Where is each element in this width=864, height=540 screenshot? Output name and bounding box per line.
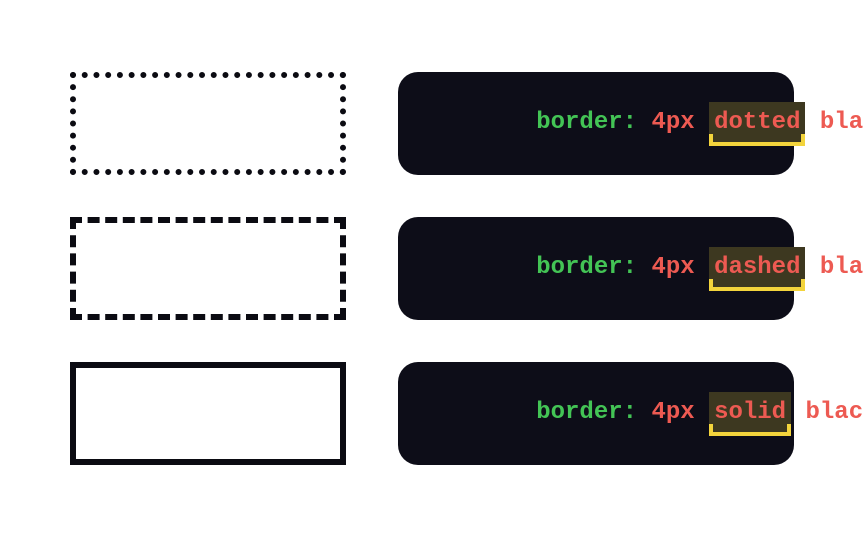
code-token-style-highlighted: solid: [709, 391, 792, 436]
code-token-property: border:: [536, 398, 638, 426]
code-token-color: black;: [805, 398, 864, 426]
code-token-style-highlighted: dotted: [709, 101, 806, 146]
code-token-color: black;: [819, 253, 864, 281]
code-snippet-dashed: border: 4px dashed black;: [398, 217, 864, 320]
code-token-width: 4px: [637, 398, 710, 426]
demo-row-solid: border: 4px solid black;: [70, 362, 864, 465]
code-snippet-solid: border: 4px solid black;: [398, 362, 864, 465]
demo-row-dotted: border: 4px dotted black;: [70, 72, 864, 175]
code-line: border: 4px dashed black;: [421, 219, 864, 319]
code-token-width: 4px: [637, 253, 710, 281]
demo-row-dashed: border: 4px dashed black;: [70, 217, 864, 320]
demo-rectangle-dotted: [70, 72, 346, 175]
code-line: border: 4px solid black;: [421, 364, 864, 464]
code-token-property: border:: [536, 253, 638, 281]
demo-rectangle-solid: [70, 362, 346, 465]
demo-rectangle-dashed: [70, 217, 346, 320]
code-token-color: black;: [819, 108, 864, 136]
code-token-style-highlighted: dashed: [709, 246, 806, 291]
code-token-width: 4px: [637, 108, 710, 136]
code-snippet-dotted: border: 4px dotted black;: [398, 72, 864, 175]
code-token-property: border:: [536, 108, 638, 136]
code-line: border: 4px dotted black;: [421, 74, 864, 174]
